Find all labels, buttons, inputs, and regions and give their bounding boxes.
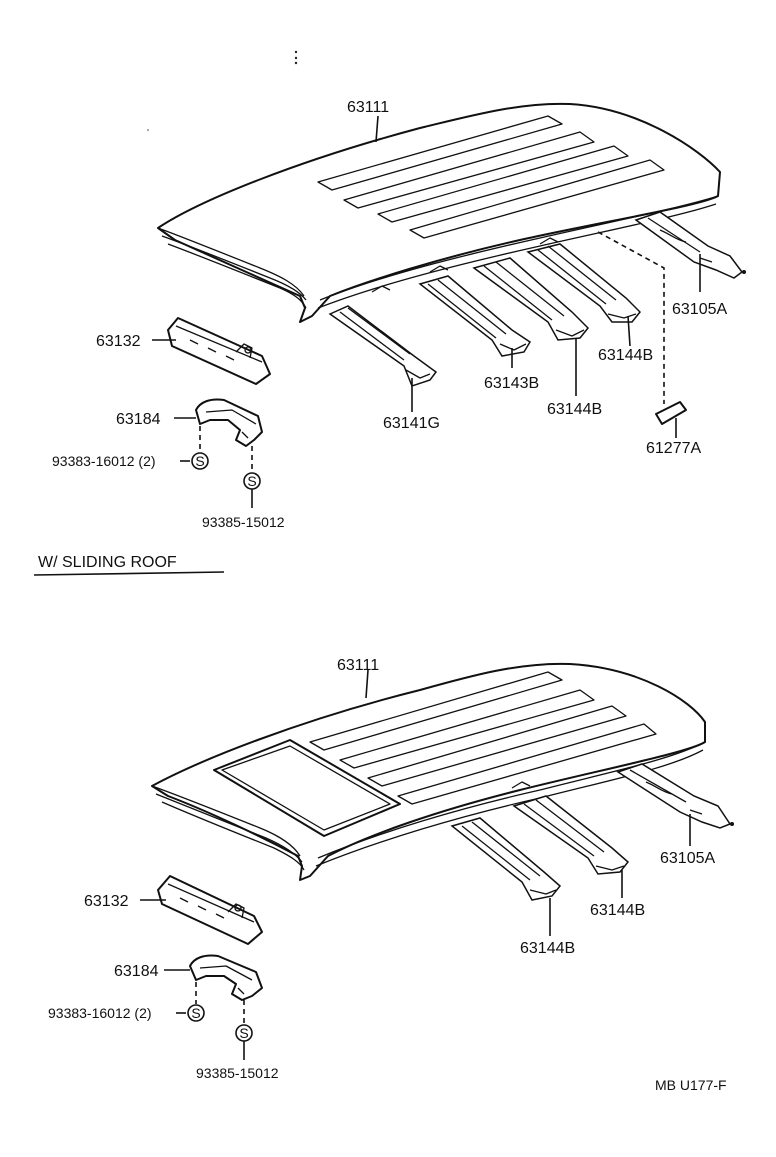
bottom-rear-bracket: [616, 763, 734, 829]
top-front-bracket: [195, 398, 263, 447]
label-clip-top: 61277A: [646, 440, 701, 457]
bottom-rail-63144B-left: [450, 817, 562, 901]
label-front-bracket-top: 63184: [116, 411, 161, 428]
bottom-rail-63144B-right: [512, 795, 630, 875]
footer-code: MB U177-F: [655, 1077, 727, 1093]
label-screw-left-bottom: 93383-16012 (2): [48, 1005, 152, 1021]
label-screw-left-top: 93383-16012 (2): [52, 453, 156, 469]
label-roof-panel-top: 63111: [347, 99, 389, 116]
label-screw-right-top: 93385-15012: [202, 514, 285, 530]
section-title: W/ SLIDING ROOF: [33, 554, 225, 576]
label-front-rail-top: 63141G: [383, 415, 440, 432]
bottom-leaders: [140, 669, 691, 1014]
top-labels: 63111 63105A 63144B 63143B 63144B 63141G…: [52, 99, 727, 530]
bottom-screws: S S: [187, 982, 253, 1060]
screw-s-right-bottom: S: [239, 1025, 248, 1041]
bottom-front-header: [157, 875, 263, 945]
label-rear-bracket-bottom: 63105A: [660, 850, 715, 867]
top-clip-61277A: [597, 231, 687, 425]
top-rail-63141G: [328, 305, 438, 387]
label-front-header-top: 63132: [96, 333, 141, 350]
label-rail-rear-top: 63144B: [547, 401, 602, 418]
top-rail-63143B: [418, 275, 532, 357]
label-roof-panel-bottom: 63111: [337, 657, 379, 674]
top-rail-63144B-right: [526, 243, 642, 323]
label-rail-side-top: 63144B: [598, 347, 653, 364]
screw-s-right: S: [247, 473, 256, 489]
label-rear-bracket-top: 63105A: [672, 301, 727, 318]
screw-s-left: S: [195, 453, 204, 469]
screw-s-left-bottom: S: [191, 1005, 200, 1021]
label-front-bracket-bottom: 63184: [114, 963, 159, 980]
top-roof-panel: [157, 102, 721, 323]
label-rail-left-bottom: 63144B: [520, 940, 575, 957]
top-leaders: [152, 115, 701, 438]
bottom-roof-panel: [151, 662, 706, 881]
label-rail-center-top: 63143B: [484, 375, 539, 392]
top-rear-bracket: [634, 211, 746, 279]
bottom-labels: 63111 63105A 63144B 63144B 63132 63184 9…: [48, 657, 715, 1081]
top-screws: S S: [191, 426, 261, 508]
bottom-front-bracket: [189, 954, 263, 1001]
top-front-header: [167, 317, 271, 385]
screw-symbol-left: [191, 452, 209, 470]
label-screw-right-bottom: 93385-15012: [196, 1065, 279, 1081]
label-front-header-bottom: 63132: [84, 893, 129, 910]
top-rail-63144B-mid: [472, 257, 590, 341]
sliding-roof-title: W/ SLIDING ROOF: [38, 554, 177, 571]
label-rail-right-bottom: 63144B: [590, 902, 645, 919]
